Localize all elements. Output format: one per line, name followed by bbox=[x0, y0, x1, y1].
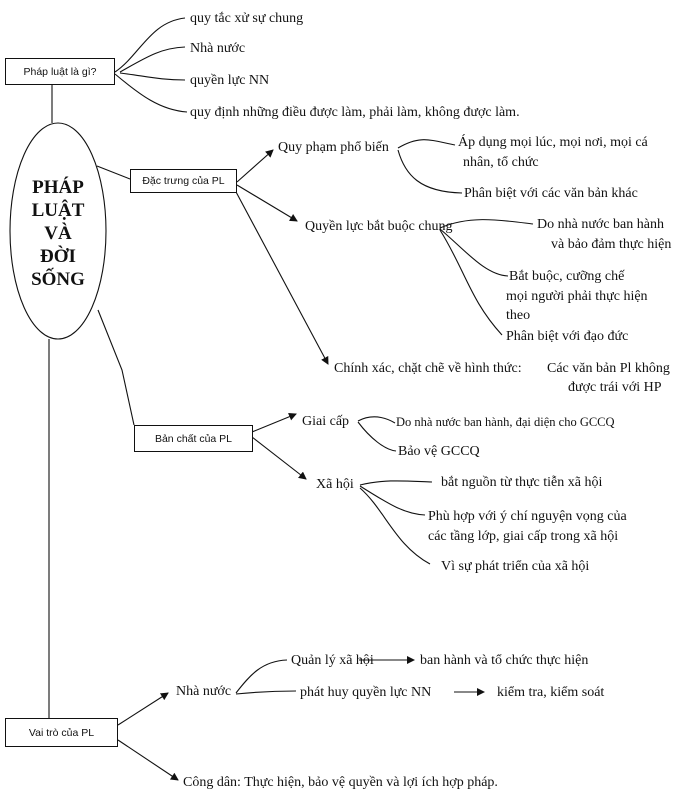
role-nha-nuoc-item-2: phát huy quyền lực NN bbox=[300, 685, 432, 700]
curve-p2 bbox=[397, 149, 463, 194]
curve-k2 bbox=[439, 228, 509, 277]
curve-q1 bbox=[114, 17, 186, 73]
nature-giai-cap-detail-1: Do nhà nước ban hành, đại diện cho GCCQ bbox=[396, 415, 615, 429]
curve-k1 bbox=[439, 219, 534, 229]
curve-p1 bbox=[397, 139, 456, 149]
what-item-3: quyền lực NN bbox=[190, 73, 270, 88]
feature-quyen-luc-detail-2-line-1: Bắt buộc, cưỡng chế bbox=[509, 269, 625, 284]
central-title-line-4: ĐỜI bbox=[40, 246, 76, 267]
curve-x1 bbox=[359, 480, 433, 486]
nature-xa-hoi-detail-2-line-2: các tầng lớp, giai cấp trong xã hội bbox=[428, 529, 619, 544]
feature-quyen-luc-detail-1-line-1: Do nhà nước ban hành bbox=[537, 217, 664, 232]
central-title: PHÁP LUẬT VÀ ĐỜI SỐNG bbox=[20, 176, 96, 291]
node-ban-chat: Bản chất của PL bbox=[134, 425, 253, 452]
role-cong-dan: Công dân: Thực hiện, bảo vệ quyền và lợi… bbox=[183, 775, 498, 790]
curve-k3 bbox=[439, 229, 503, 336]
central-title-line-2: LUẬT bbox=[31, 200, 85, 221]
feature-quyen-luc: Quyền lực bắt buộc chung bbox=[305, 219, 453, 234]
central-title-line-3: VÀ bbox=[44, 223, 72, 244]
curve-n2 bbox=[235, 690, 297, 695]
curve-g1 bbox=[357, 416, 396, 424]
node-phap-luat-la-gi: Pháp luật là gì? bbox=[5, 58, 115, 85]
nature-xa-hoi-detail-1: bắt nguồn từ thực tiễn xã hội bbox=[441, 475, 603, 490]
role-nha-nuoc-item-2-result: kiểm tra, kiểm soát bbox=[497, 685, 605, 700]
node-vai-tro: Vai trò của PL bbox=[5, 718, 118, 747]
feature-chinh-xac: Chính xác, chặt chẽ về hình thức: bbox=[334, 361, 522, 376]
central-title-line-1: PHÁP bbox=[32, 177, 84, 198]
role-nha-nuoc-item-1-result: ban hành và tổ chức thực hiện bbox=[420, 653, 589, 668]
what-item-4: quy định những điều được làm, phải làm, … bbox=[190, 105, 520, 120]
curve-q4 bbox=[114, 73, 188, 113]
curve-n1 bbox=[235, 659, 288, 694]
nature-giai-cap-detail-2: Bảo vệ GCCQ bbox=[398, 444, 480, 459]
central-ellipse bbox=[9, 122, 107, 340]
central-title-line-5: SỐNG bbox=[31, 269, 85, 290]
nature-xa-hoi-detail-3: Vì sự phát triển của xã hội bbox=[441, 559, 590, 574]
role-nha-nuoc-item-1: Quản lý xã hội bbox=[291, 653, 374, 668]
curve-g2 bbox=[357, 421, 397, 452]
feature-quyen-luc-detail-2-line-3: theo bbox=[506, 308, 531, 323]
feature-pho-bien-detail-2: Phân biệt với các văn bản khác bbox=[464, 186, 638, 201]
curve-x2 bbox=[359, 485, 426, 516]
curve-x3 bbox=[359, 487, 431, 565]
feature-pho-bien: Quy phạm phổ biến bbox=[278, 140, 389, 155]
feature-chinh-xac-detail-line-2: được trái với HP bbox=[568, 380, 662, 395]
curve-q2 bbox=[119, 46, 186, 73]
feature-chinh-xac-detail-line-1: Các văn bản Pl không bbox=[547, 361, 670, 376]
feature-quyen-luc-detail-2-line-2: mọi người phải thực hiện bbox=[506, 289, 648, 304]
link-ban-chat bbox=[97, 309, 135, 426]
what-item-2: Nhà nước bbox=[190, 41, 246, 56]
curve-q3 bbox=[119, 72, 186, 81]
role-nha-nuoc: Nhà nước bbox=[176, 684, 232, 699]
nature-giai-cap: Giai cấp bbox=[302, 414, 350, 429]
link-dac-trung bbox=[96, 165, 131, 180]
feature-quyen-luc-detail-3: Phân biệt với đạo đức bbox=[506, 329, 629, 344]
feature-quyen-luc-detail-1-line-2: và bảo đảm thực hiện bbox=[551, 237, 672, 252]
what-item-1: quy tắc xử sự chung bbox=[190, 11, 304, 26]
node-dac-trung: Đặc trưng của PL bbox=[130, 169, 237, 193]
feature-pho-bien-detail-1-line-1: Áp dụng mọi lúc, mọi nơi, mọi cá bbox=[458, 135, 648, 150]
nature-xa-hoi: Xã hội bbox=[316, 477, 354, 492]
nature-xa-hoi-detail-2-line-1: Phù hợp với ý chí nguyện vọng của bbox=[428, 509, 627, 524]
feature-pho-bien-detail-1-line-2: nhân, tổ chức bbox=[463, 155, 539, 170]
